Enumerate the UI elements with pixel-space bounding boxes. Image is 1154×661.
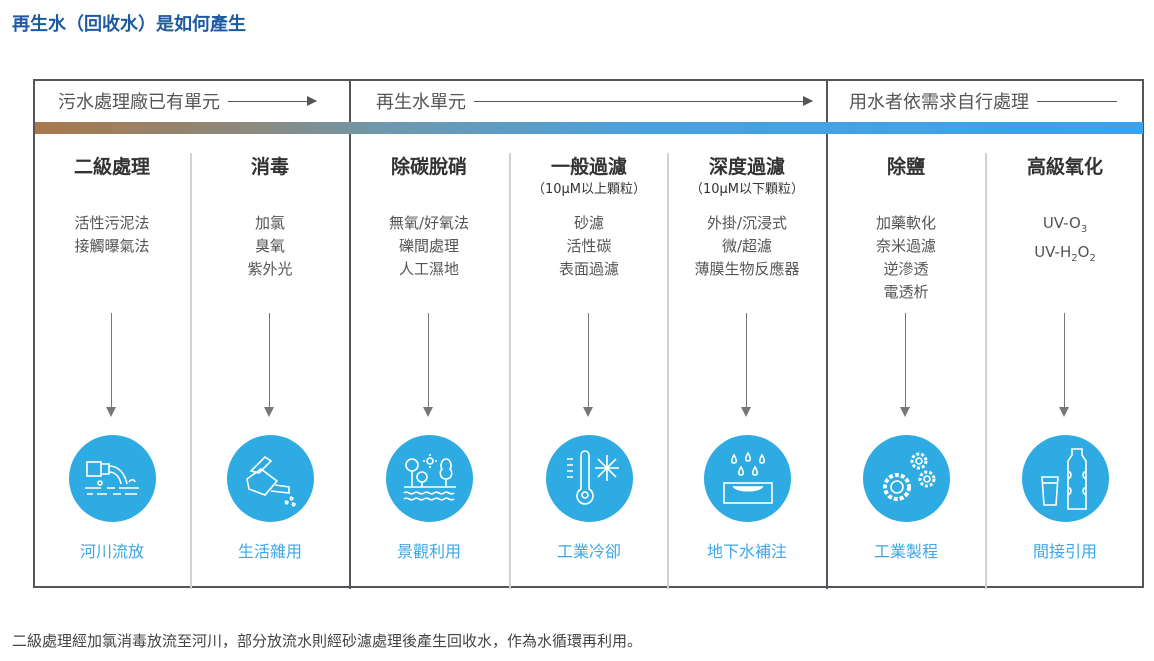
down-arrow-icon xyxy=(583,313,593,417)
down-arrow-icon xyxy=(741,313,751,417)
group-label: 再生水單元 xyxy=(376,92,466,113)
process-subheading xyxy=(350,178,508,198)
group-header-reclaimed: 再生水單元 xyxy=(376,88,813,114)
group-divider xyxy=(826,79,828,589)
pipe-discharge-icon xyxy=(69,435,156,522)
thermometer-snowflake-icon xyxy=(546,435,633,522)
process-column: 除鹽 加藥軟化奈米過濾逆滲透電透析 工業製程 xyxy=(827,150,985,580)
method-item: 活性污泥法 xyxy=(74,214,150,232)
column-divider xyxy=(667,153,669,589)
method-item: 表面過濾 xyxy=(558,260,619,278)
down-arrow-icon xyxy=(264,313,274,417)
method-list: 活性污泥法接觸曝氣法 xyxy=(33,212,191,258)
method-item: 加氯 xyxy=(254,214,285,232)
process-subheading: （10μM以上顆粒） xyxy=(531,182,647,197)
column-divider xyxy=(190,153,192,589)
arrow-line xyxy=(474,95,813,106)
process-subheading xyxy=(827,178,985,198)
gears-icon xyxy=(863,435,950,522)
down-arrow-icon xyxy=(900,313,910,417)
use-label: 間接引用 xyxy=(1032,542,1097,561)
use-label: 景觀利用 xyxy=(396,542,461,561)
group-label: 用水者依需求自行處理 xyxy=(849,92,1029,113)
method-item: 薄膜生物反應器 xyxy=(694,260,800,278)
method-item: 礫間處理 xyxy=(398,237,459,255)
method-item: 砂濾 xyxy=(573,214,604,232)
method-item: 外掛/沉浸式 xyxy=(706,214,788,232)
method-item: 無氧/好氧法 xyxy=(388,214,470,232)
method-item: 逆滲透 xyxy=(883,260,929,278)
use-label: 生活雜用 xyxy=(237,542,302,561)
group-header-user: 用水者依需求自行處理 xyxy=(849,88,1117,114)
use-label: 河川流放 xyxy=(79,542,144,561)
method-item: 微/超濾 xyxy=(721,237,773,255)
watering-can-icon xyxy=(227,435,314,522)
process-subheading: （10μM以下顆粒） xyxy=(689,182,805,197)
process-column: 一般過濾 （10μM以上顆粒） 砂濾活性碳表面過濾 工業冷卻 xyxy=(510,150,668,580)
method-item: 紫外光 xyxy=(247,260,293,278)
process-heading: 二級處理 xyxy=(73,156,150,178)
process-column: 深度過濾 （10μM以下顆粒） 外掛/沉浸式微/超濾薄膜生物反應器 地下水補注 xyxy=(668,150,826,580)
process-heading: 一般過濾 xyxy=(550,156,627,178)
method-item: 電透析 xyxy=(883,283,929,301)
process-heading: 深度過濾 xyxy=(708,156,785,178)
page-title: 再生水（回收水）是如何產生 xyxy=(12,14,246,35)
column-divider xyxy=(985,153,987,589)
method-item: 人工濕地 xyxy=(398,260,459,278)
use-label: 工業冷卻 xyxy=(556,542,621,561)
down-arrow-icon xyxy=(1059,313,1069,417)
process-heading: 消毒 xyxy=(250,156,289,178)
group-label: 污水處理廠已有單元 xyxy=(58,92,220,113)
process-subheading xyxy=(191,178,349,198)
method-list: 加藥軟化奈米過濾逆滲透電透析 xyxy=(827,212,985,304)
method-item: 臭氧 xyxy=(254,237,285,255)
landscape-icon xyxy=(386,435,473,522)
process-heading: 高級氧化 xyxy=(1026,156,1103,178)
method-list: 砂濾活性碳表面過濾 xyxy=(510,212,668,281)
method-item: 奈米過濾 xyxy=(875,237,936,255)
process-column: 除碳脫硝 無氧/好氧法礫間處理人工濕地 景觀利用 xyxy=(350,150,508,580)
bottle-glass-icon xyxy=(1022,435,1109,522)
line xyxy=(1037,100,1117,102)
gradient-bar xyxy=(35,122,1143,134)
process-subheading xyxy=(986,178,1144,198)
group-header-existing: 污水處理廠已有單元 xyxy=(58,88,317,114)
use-label: 工業製程 xyxy=(873,542,938,561)
method-item: 活性碳 xyxy=(566,237,612,255)
groundwater-drops-icon xyxy=(704,435,791,522)
method-list: 無氧/好氧法礫間處理人工濕地 xyxy=(350,212,508,281)
method-item: 接觸曝氣法 xyxy=(74,237,150,255)
arrow-line xyxy=(228,95,317,106)
process-column: 二級處理 活性污泥法接觸曝氣法 河川流放 xyxy=(33,150,191,580)
process-subheading xyxy=(33,178,191,198)
method-item: 加藥軟化 xyxy=(875,214,936,232)
process-heading: 除碳脫硝 xyxy=(390,156,467,178)
method-list: 外掛/沉浸式微/超濾薄膜生物反應器 xyxy=(668,212,826,281)
down-arrow-icon xyxy=(106,313,116,417)
column-divider xyxy=(509,153,511,589)
use-label: 地下水補注 xyxy=(706,542,787,561)
method-item: UV-O3 xyxy=(1042,214,1088,235)
method-list: 加氯臭氧紫外光 xyxy=(191,212,349,281)
footer-note: 二級處理經加氯消毒放流至河川，部分放流水則經砂濾處理後產生回收水，作為水循環再利… xyxy=(12,632,643,650)
group-divider xyxy=(349,79,351,589)
down-arrow-icon xyxy=(423,313,433,417)
process-column: 消毒 加氯臭氧紫外光 生活雜用 xyxy=(191,150,349,580)
process-diagram-frame xyxy=(33,79,1144,588)
process-heading: 除鹽 xyxy=(886,156,925,178)
method-item: UV-H2O2 xyxy=(1034,243,1096,264)
